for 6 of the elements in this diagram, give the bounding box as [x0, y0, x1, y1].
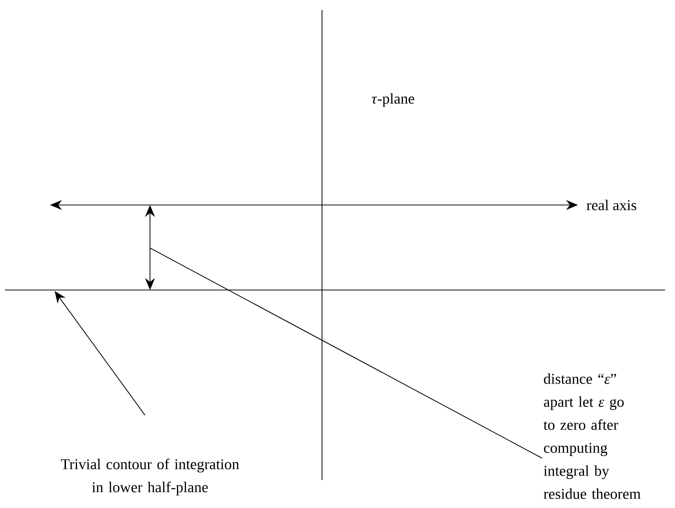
- annotation-text: Trivial contour of integration in lower half-plane: [60, 458, 240, 496]
- annotation-text: distance “ε” apart let ε go to zero after computing integral by residue theorem: [544, 373, 641, 499]
- leader-line: [150, 248, 542, 459]
- plane-label: τ-plane: [372, 93, 414, 107]
- axis-label: real axis: [586, 200, 636, 210]
- leader-line: [54, 291, 146, 416]
